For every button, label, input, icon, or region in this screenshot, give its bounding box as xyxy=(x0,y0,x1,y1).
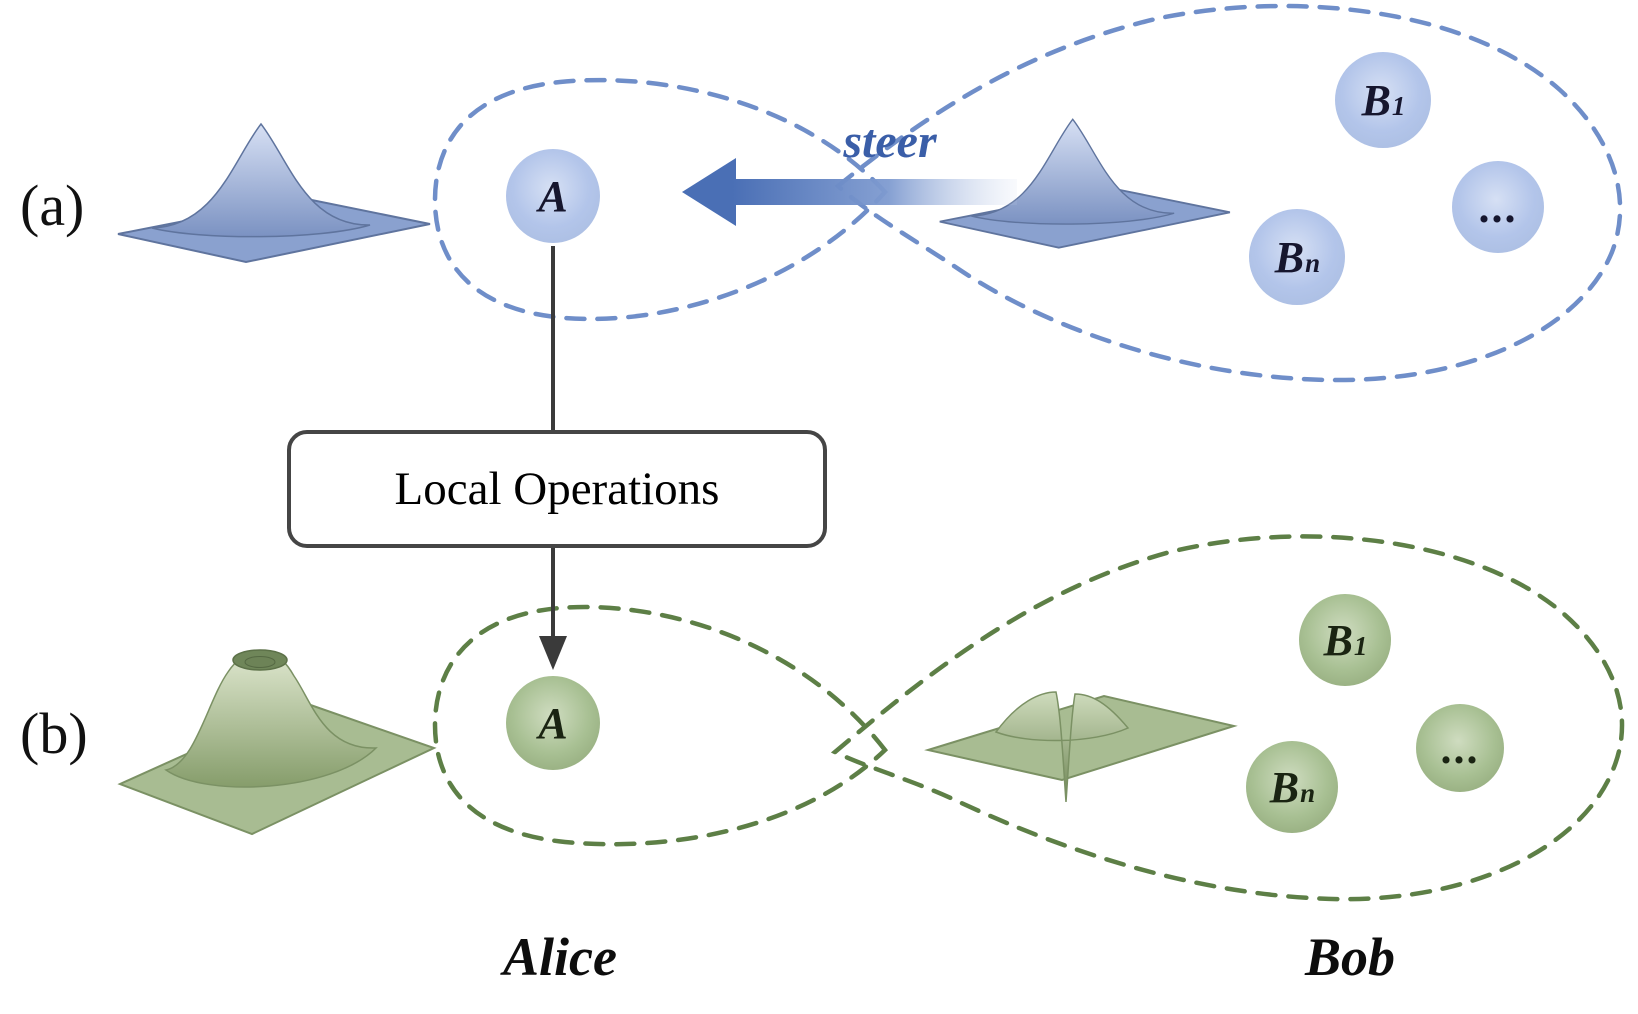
entangled-region-a-bob-outline xyxy=(834,3,1623,383)
entangled-region-a-alice-outline xyxy=(432,77,889,322)
panel-b-label: (b) xyxy=(20,701,88,766)
node-b-b1-subscript: 1 xyxy=(1353,630,1368,661)
node-b-bn-label: B xyxy=(1269,762,1300,812)
node-b-b1-label: B xyxy=(1323,615,1353,665)
node-b-ellipsis-label: ... xyxy=(1440,723,1480,773)
bob-label: Bob xyxy=(1304,927,1396,987)
local-operations-label: Local Operations xyxy=(394,463,720,515)
node-a-bob-modes-ellipsis: ... xyxy=(1452,161,1544,253)
node-b-bob-modes-ellipsis: ... xyxy=(1416,704,1504,792)
node-a-bn-label: B xyxy=(1274,232,1305,282)
node-a-b1-subscript: 1 xyxy=(1391,90,1406,121)
node-a-bn-subscript: n xyxy=(1305,247,1321,278)
steer-label: steer xyxy=(843,115,937,168)
steer-arrow-shaft-icon xyxy=(732,179,1017,205)
gaussian-surface-a-right-icon xyxy=(939,118,1231,249)
node-a-b1-label: B xyxy=(1361,75,1391,125)
gaussian-surface-a-left-icon xyxy=(117,122,431,264)
dip-surface-b-right-icon xyxy=(924,691,1238,803)
local-operations-box: Local Operations xyxy=(287,430,827,548)
node-a-ellipsis-label: ... xyxy=(1478,182,1518,232)
node-b-bn-subscript: n xyxy=(1300,777,1316,808)
connector-arrowhead-icon xyxy=(539,636,567,670)
entangled-region-b-alice-outline xyxy=(432,604,889,847)
panel-a-label: (a) xyxy=(20,173,85,238)
entangled-region-b-bob-outline xyxy=(830,534,1625,902)
crater-surface-b-left-icon xyxy=(117,649,437,836)
node-b-alice-mode-label: A xyxy=(538,698,568,748)
node-b-alice-mode: A xyxy=(506,676,600,770)
steer-arrowhead-icon xyxy=(682,158,736,226)
node-a-alice-mode: A xyxy=(506,149,600,243)
alice-label: Alice xyxy=(503,927,617,987)
node-a-alice-mode-label: A xyxy=(538,171,568,221)
